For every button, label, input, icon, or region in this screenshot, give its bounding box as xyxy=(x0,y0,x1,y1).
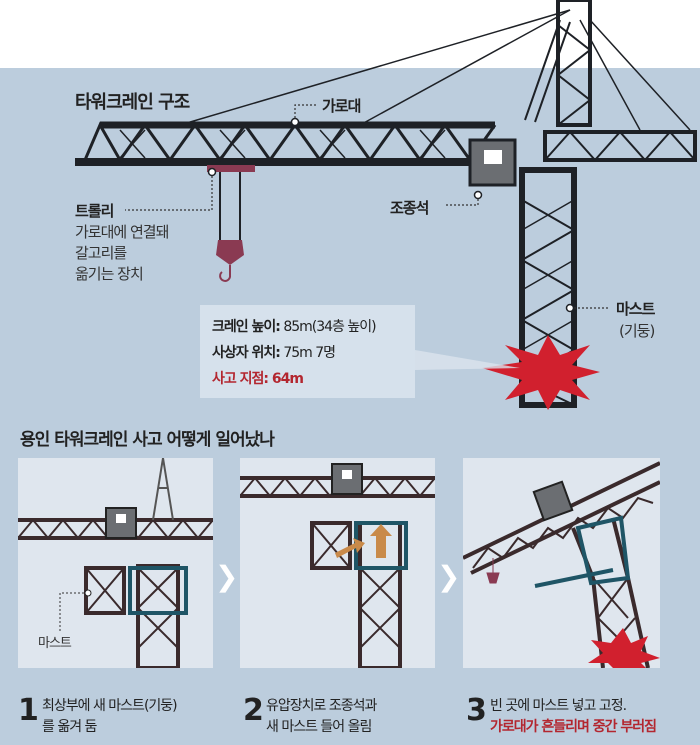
height-value: 85m(34층 높이) xyxy=(283,319,376,335)
step-1-text: 최상부에 새 마스트(기둥)를 옮겨 둠 xyxy=(42,698,178,735)
operator-cab xyxy=(468,138,517,187)
hook-block xyxy=(216,240,244,265)
jib-cable xyxy=(359,9,571,126)
next-arrow-icon: ❯ xyxy=(437,560,461,593)
trolley xyxy=(207,165,255,172)
step-1-panel xyxy=(18,458,213,668)
hook-icon xyxy=(219,265,232,282)
mast-label: 마스트 xyxy=(616,300,655,318)
step-2-panel xyxy=(240,458,435,668)
info-box: 크레인 높이: 85m(34층 높이) 사상자 위치: 75m 7명 사고 지점… xyxy=(200,305,415,398)
casualty-key: 사상자 위치: xyxy=(212,345,281,361)
structure-title: 타워크레인 구조 xyxy=(75,92,190,113)
info-pointer xyxy=(415,350,520,370)
step-1-number: 1 xyxy=(18,693,39,728)
cab-window xyxy=(484,150,502,164)
break-burst-icon xyxy=(588,628,660,668)
trolley-desc: 옮기는 장치 xyxy=(75,265,144,283)
tower-head xyxy=(556,0,592,127)
accident-point: 사고 지점: 64m xyxy=(212,371,304,387)
step-3-panel xyxy=(463,458,660,668)
step-3-number: 3 xyxy=(466,693,487,728)
trolley-label: 트롤리 xyxy=(75,202,114,220)
panel1-mast-label: 마스트 xyxy=(38,636,72,651)
step-2-number: 2 xyxy=(243,693,264,728)
jib-label: 가로대 xyxy=(322,97,361,115)
mast-sub-label: (기둥) xyxy=(619,322,655,340)
counter-jib-cable xyxy=(589,19,691,131)
lift-arrow-icon xyxy=(370,524,392,558)
height-key: 크레인 높이: xyxy=(212,319,281,335)
push-arrow-icon xyxy=(335,538,365,558)
accident-burst-icon xyxy=(482,335,600,410)
step-3-text: 빈 곳에 마스트 넣고 고정.가로대가 흔들리며 중간 부러짐 xyxy=(490,698,657,735)
casualty-value: 75m 7명 xyxy=(283,345,336,361)
cab-label: 조종석 xyxy=(390,199,429,217)
section-title: 용인 타워크레인 사고 어떻게 일어났나 xyxy=(20,430,275,450)
tower-crane-illustration xyxy=(75,0,697,410)
ladder xyxy=(524,19,571,123)
trolley-desc: 가로대에 연결돼 xyxy=(75,223,169,241)
next-arrow-icon: ❯ xyxy=(215,560,239,593)
jib-cable xyxy=(179,9,571,126)
trolley-desc: 갈고리를 xyxy=(75,244,127,262)
